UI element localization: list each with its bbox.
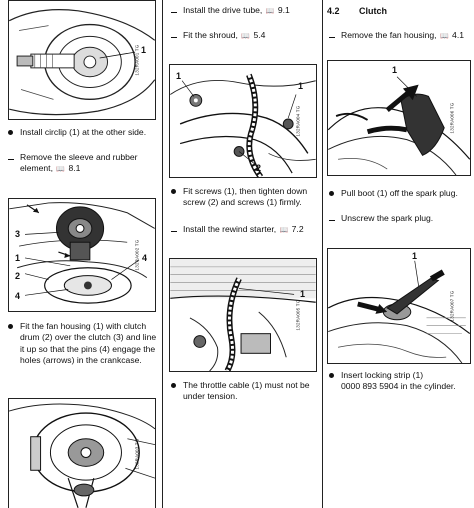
step-fit-shroud: Fit the shroud, 📖 5.4 bbox=[171, 30, 319, 41]
step-unscrew-spark-plug: Unscrew the spark plug. bbox=[329, 213, 473, 224]
step-text: Fit screws (1), then tighten down screw … bbox=[183, 186, 308, 208]
figure-code: 132RA007 TG bbox=[449, 290, 455, 322]
figure-circlip: 1 132RA001 TG bbox=[8, 0, 156, 120]
step-text: Install circlip (1) at the other side. bbox=[20, 127, 147, 137]
shroud-screws-illustration bbox=[170, 73, 316, 177]
page-ref: 8.1 bbox=[68, 163, 81, 174]
fig1-callout-1: 1 bbox=[141, 45, 147, 55]
fig2-callout-4a: 4 bbox=[15, 291, 21, 301]
book-icon: 📖 bbox=[279, 227, 289, 234]
step-text: Install the rewind starter, bbox=[183, 224, 277, 234]
section-number: 4.2 bbox=[327, 6, 340, 16]
circlip-illustration bbox=[9, 9, 155, 116]
page-ref: 9.1 bbox=[277, 5, 290, 15]
step-text: Pull boot (1) off the spark plug. bbox=[341, 188, 458, 198]
step-text: Fit the shroud, bbox=[183, 30, 238, 40]
fig-callout-2: 2 bbox=[256, 163, 262, 173]
step-text: Unscrew the spark plug. bbox=[341, 213, 434, 223]
step-fit-fan-housing: Fit the fan housing (1) with clutch drum… bbox=[8, 321, 158, 366]
step-text-line2: 0000 893 5904 in the cylinder. bbox=[341, 381, 456, 392]
step-text-line1: Insert locking strip (1) bbox=[341, 370, 424, 380]
locking-strip-illustration bbox=[328, 260, 470, 363]
step-pull-boot: Pull boot (1) off the spark plug. bbox=[329, 188, 473, 199]
bullet-icon bbox=[171, 383, 176, 388]
figure-code: 132RA004 TG bbox=[295, 105, 301, 137]
step-remove-sleeve: Remove the sleeve and rubber element, 📖 … bbox=[8, 152, 158, 175]
book-icon: 📖 bbox=[439, 33, 449, 40]
step-install-drive-tube: Install the drive tube, 📖 9.1 bbox=[171, 5, 319, 16]
column-left: 1 132RA001 TG Install circlip (1) at the… bbox=[0, 0, 162, 508]
step-insert-locking-strip: Insert locking strip (1) 0000 893 5904 i… bbox=[329, 370, 473, 393]
step-text: Remove the sleeve and rubber element, bbox=[20, 152, 138, 174]
spark-plug-boot-illustration bbox=[328, 76, 470, 175]
fig-callout-1a: 1 bbox=[176, 71, 182, 81]
clutch-drum-illustration bbox=[9, 403, 155, 508]
figure-shroud-screws: 1 2 1 132RA004 TG bbox=[169, 64, 317, 178]
fig-callout-1b: 1 bbox=[298, 81, 304, 91]
step-text: Remove the fan housing, bbox=[341, 30, 437, 40]
throttle-cable-illustration bbox=[170, 259, 316, 371]
step-remove-fan-housing: Remove the fan housing, 📖 4.1 bbox=[329, 30, 473, 41]
figure-clutch-drum: 132RA003 TG bbox=[8, 398, 156, 508]
fig2-callout-2: 2 bbox=[15, 271, 21, 281]
dash-icon bbox=[8, 159, 14, 160]
page-ref: 7.2 bbox=[291, 224, 304, 234]
book-icon: 📖 bbox=[265, 8, 275, 15]
fig2-callout-3: 3 bbox=[15, 229, 21, 239]
step-install-circlip: Install circlip (1) at the other side. bbox=[8, 127, 158, 138]
bullet-icon bbox=[171, 189, 176, 194]
dash-icon bbox=[329, 37, 335, 38]
bullet-icon bbox=[329, 191, 334, 196]
book-icon: 📖 bbox=[241, 33, 251, 40]
figure-code: 132RA001 TG bbox=[134, 44, 140, 76]
bullet-icon bbox=[8, 324, 13, 329]
step-throttle-cable: The throttle cable (1) must not be under… bbox=[171, 380, 319, 403]
figure-code: 132RA002 TG bbox=[134, 239, 140, 271]
dash-icon bbox=[171, 231, 177, 232]
step-install-rewind-starter: Install the rewind starter, 📖 7.2 bbox=[171, 224, 319, 235]
step-text: Fit the fan housing (1) with clutch drum… bbox=[20, 321, 157, 366]
fig-callout-1: 1 bbox=[392, 65, 398, 75]
figure-code: 132RA006 TG bbox=[449, 102, 455, 134]
fig2-callout-1: 1 bbox=[15, 253, 21, 263]
fan-housing-illustration bbox=[9, 202, 155, 304]
column-middle: Install the drive tube, 📖 9.1 Fit the sh… bbox=[162, 0, 322, 508]
section-title: Clutch bbox=[359, 6, 387, 16]
step-fit-screws: Fit screws (1), then tighten down screw … bbox=[171, 186, 319, 209]
step-text: The throttle cable (1) must not be under… bbox=[183, 380, 310, 402]
book-icon: 📖 bbox=[56, 166, 66, 174]
dash-icon bbox=[329, 220, 335, 221]
fig-callout-1: 1 bbox=[412, 251, 418, 261]
fig-callout-1: 1 bbox=[300, 289, 306, 299]
bullet-icon bbox=[329, 373, 334, 378]
figure-locking-strip: 1 132RA007 TG bbox=[327, 248, 471, 364]
fig2-callout-4b: 4 bbox=[142, 253, 148, 263]
bullet-icon bbox=[8, 130, 13, 135]
dash-icon bbox=[171, 37, 177, 38]
figure-fan-housing: 3 1 2 4 4 132RA002 TG bbox=[8, 198, 156, 312]
page-ref: 5.4 bbox=[253, 30, 266, 40]
figure-code: 132RA005 TG bbox=[295, 299, 301, 331]
step-text: Install the drive tube, bbox=[183, 5, 263, 15]
figure-spark-plug-boot: 1 132RA006 TG bbox=[327, 60, 471, 176]
dash-icon bbox=[171, 12, 177, 13]
figure-throttle-cable: 1 132RA005 TG bbox=[169, 258, 317, 372]
figure-code: 132RA003 TG bbox=[134, 438, 140, 469]
page-ref: 4.1 bbox=[452, 30, 464, 40]
column-right: 4.2 Clutch Remove the fan housing, 📖 4.1… bbox=[322, 0, 474, 508]
